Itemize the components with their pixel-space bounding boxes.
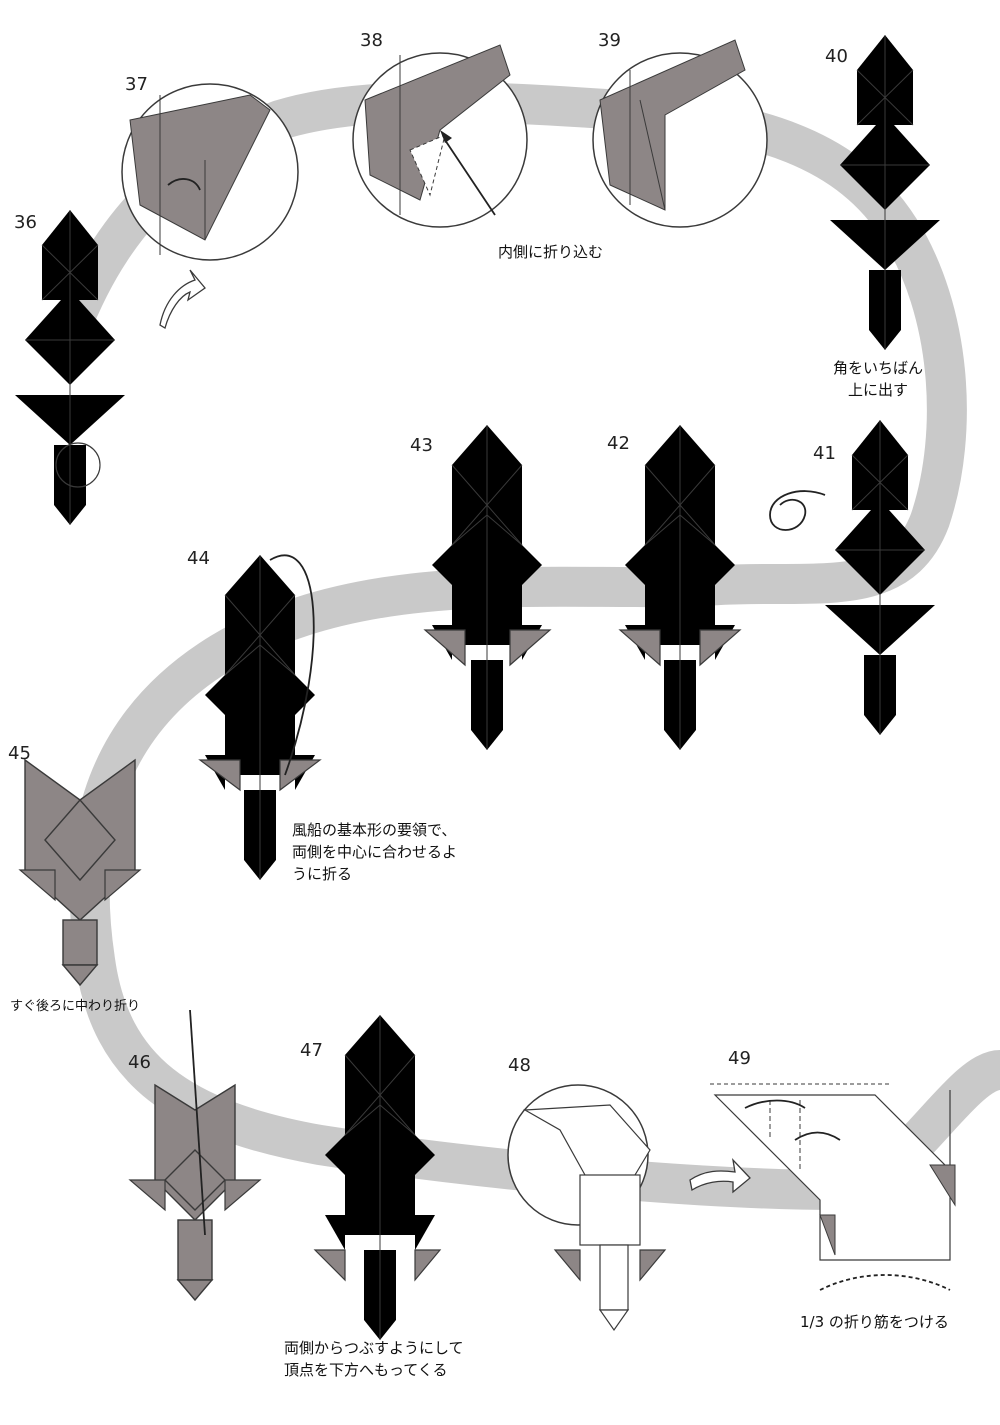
step-37-detail (121, 83, 299, 261)
step-number: 45 (8, 743, 31, 764)
step-39-detail (592, 39, 768, 228)
step-43-wings (423, 629, 552, 667)
step-number: 36 (14, 212, 37, 233)
step-41-turn-over-arrow (769, 490, 826, 531)
step-number: 38 (360, 30, 383, 51)
step-42-wings (618, 629, 742, 667)
step-38-detail (352, 44, 528, 228)
sequence-path-band (50, 81, 1000, 1211)
step-number: 41 (813, 443, 836, 464)
step-number: 47 (300, 1040, 323, 1061)
step-number: 40 (825, 46, 848, 67)
note-corner-top: 角をいちばん 上に出す (833, 359, 924, 399)
step-44-wings (198, 759, 322, 792)
step-48-next-arrow (689, 1158, 751, 1194)
step-number: 49 (728, 1048, 751, 1069)
step-number: 39 (598, 30, 621, 51)
step-46-model (154, 1083, 236, 1302)
step-number: 42 (607, 433, 630, 454)
step-36-next-arrow (159, 269, 206, 329)
note-third-crease: 1/3 の折り筋をつける (800, 1313, 949, 1331)
note-squash: 両側からつぶすようにして 頂点を下方へもってくる (284, 1339, 464, 1379)
step-number: 43 (410, 435, 433, 456)
step-number: 37 (125, 74, 148, 95)
step-46-reverse-arrow (189, 1009, 206, 1236)
step-number: 44 (187, 548, 210, 569)
step-number: 46 (128, 1052, 151, 1073)
note-fold-inside: 内側に折り込む (498, 243, 604, 261)
step-45-wings (18, 869, 142, 902)
step-48-detail (507, 1084, 667, 1332)
step-46-wings (128, 1179, 262, 1212)
step-36-focus-circle (55, 442, 101, 488)
note-balloon-base: 風船の基本形の要領で、 両側を中心に合わせるよ うに折る (292, 821, 458, 883)
step-47-wings (313, 1249, 442, 1282)
step-44-swing-arrow (269, 554, 315, 776)
step-49-enlarged (710, 1083, 956, 1291)
note-reverse-fold: すぐ後ろに中わり折り (10, 999, 141, 1014)
step-number: 48 (508, 1055, 531, 1076)
